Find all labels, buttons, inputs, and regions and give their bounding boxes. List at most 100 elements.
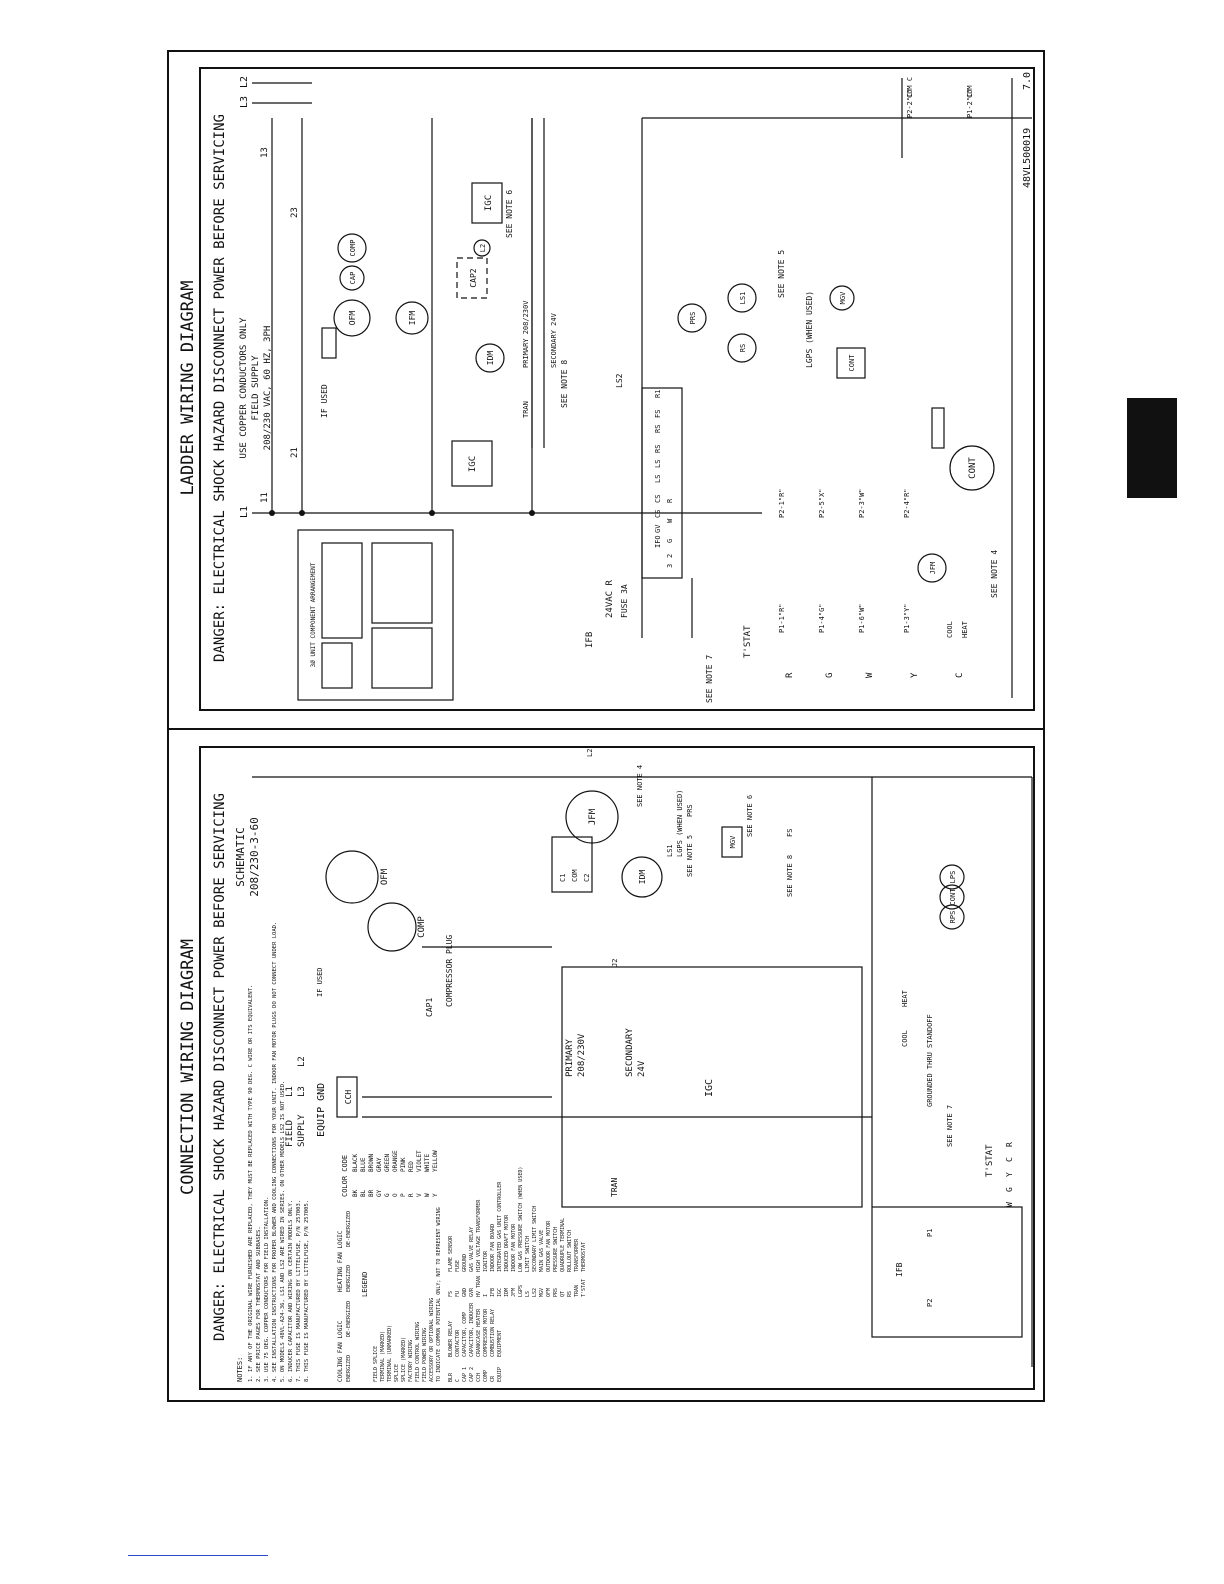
prs-switch [829, 285, 855, 311]
abbr-22: MGV [539, 1288, 545, 1297]
cc-r: R [408, 1193, 415, 1197]
prs-label: MGV [839, 291, 847, 304]
diagram-sheet [167, 50, 1045, 1402]
lps-label-conn: HEAT [901, 989, 909, 1007]
igc-pin-fs: FS [654, 410, 662, 418]
abbr-11-def: GROUND [462, 1254, 468, 1272]
legend-sym-2: TERMINAL (MARKED) [380, 1331, 386, 1382]
abbr-17-def: INDUCED DRAFT MOTOR [504, 1214, 510, 1272]
abbr-8: EQUIP [497, 1367, 503, 1382]
igc-pin-rs: RS [654, 425, 662, 433]
ladder-field-supply-3: 208/230 VAC, 60 HZ, 3PH [263, 326, 273, 451]
tran-primary: PRIMARY 208/230V [522, 300, 530, 368]
legend-sym-6: FACTORY WIRING [408, 1340, 414, 1382]
heating-energized: ENERGIZED [346, 1265, 352, 1292]
c1-label: RPS [949, 911, 957, 924]
conn-note-8: SEE NOTE 8 [786, 855, 794, 897]
cc-bk: BK [352, 1189, 359, 1197]
ofm-motor [333, 299, 371, 337]
cooling-fan-logic: COOLING FAN LOGIC [337, 1320, 344, 1382]
plug-p1-1: P1-1"R" [778, 603, 786, 633]
ls1-label-conn: LS1 [666, 844, 674, 857]
abbr-28: T'STAT [581, 1279, 587, 1297]
jfm-l2: C1 [559, 874, 567, 882]
cc-bl: BL [360, 1189, 367, 1197]
conn-note-6: SEE NOTE 6 [746, 795, 754, 837]
tstat-y: Y [910, 672, 920, 678]
ladder-note-5: SEE NOTE 5 [777, 250, 786, 298]
tran-label-conn: TRAN [610, 1178, 619, 1197]
cc-y-name: YELLOW [432, 1150, 439, 1172]
abbr-4-def: CAPACITOR, INDUCER [469, 1302, 475, 1357]
idm-label-conn: IDM [638, 870, 647, 885]
abbr-5-def: CRANKCASE HEATER [476, 1308, 482, 1357]
legend-sym-9: ACCESSORY OR OPTIONAL WIRING [429, 1298, 435, 1382]
abbr-5: CCH [476, 1373, 482, 1382]
plug-p2-5: P2-5"X" [818, 488, 826, 518]
abbr-9-def: FLAME SENSOR [448, 1235, 454, 1272]
ifm-motor [395, 301, 429, 335]
jfm-l1: COM [571, 869, 579, 882]
tran-label: TRAN [522, 401, 530, 418]
abbr-9: FS [448, 1291, 454, 1297]
abbr-28-def: THERMOSTAT [581, 1242, 587, 1272]
tran-secondary-volt: 24V [637, 1060, 647, 1077]
ifb-label-conn: IFB [895, 1262, 904, 1277]
abbr-6-def: COMPRESSOR MOTOR [483, 1308, 489, 1357]
abbr-1-def: BLOWER RELAY [448, 1321, 454, 1357]
tstat-conn-g: G [1005, 1187, 1014, 1192]
abbr-23: OFM [546, 1288, 552, 1297]
legend-sym-5: SPLICE (MARKED) [401, 1337, 407, 1382]
abbr-18-def: INDOOR FAN MOTOR [511, 1223, 517, 1272]
legend-symbols: FIELD SPLICE TERMINAL (MARKED) TERMINAL … [373, 1207, 442, 1382]
cont-label-conn: CONT [949, 888, 957, 906]
plug-p1-4: P1-4"G" [818, 603, 826, 633]
plug-p2-4: P2-4"R" [903, 488, 911, 518]
cc-y: Y [432, 1193, 439, 1197]
jfm-label: CONT [968, 457, 978, 479]
lgps-label: LGPS (WHEN USED) [805, 291, 814, 368]
comp-motor-conn [367, 902, 417, 952]
note-4: 4. SEE INSTALLATION INSTRUCTIONS FOR PRO… [272, 922, 278, 1382]
abbr-16: IGC [497, 1288, 503, 1297]
jfm-label-conn: JFM [588, 808, 598, 825]
plug-p2-1: P2-1"R" [778, 488, 786, 518]
ls2-label: LS1 [739, 292, 747, 305]
terminal-11: 11 [260, 492, 270, 503]
abbr-8-def: EQUIPMENT [497, 1330, 503, 1357]
abbr-18: JFM [511, 1288, 517, 1297]
schematic-voltage: 208/230-3-60 [248, 817, 261, 896]
legend-sym-1: FIELD SPLICE [373, 1346, 379, 1382]
tran-secondary-conn: SECONDARY [625, 1028, 635, 1077]
plug-com-c: COM C [906, 77, 914, 98]
tstat-w: W [865, 672, 875, 678]
cc-bl-name: BLUE [360, 1157, 367, 1172]
c2-label: LPS [949, 871, 957, 884]
abbr-19-def: LOW GAS PRESSURE SWITCH (WHEN USED) [518, 1167, 524, 1272]
tstat-terminals: R G W Y C [785, 672, 965, 678]
ladder-note-6: SEE NOTE 6 [505, 190, 514, 238]
igc-pin-r: R [666, 498, 674, 503]
legend-sym-3: TERMINAL (UNMARKED) [387, 1325, 393, 1382]
plug-p1-2: P1-2"C" [966, 88, 974, 118]
note-7: 7. THIS FUSE IS MANUFACTURED BY LITTELFU… [296, 1200, 302, 1382]
comp-motor [337, 233, 367, 263]
idm-motor [475, 343, 505, 373]
panel-divider [167, 728, 1045, 730]
abbr-19: LGPS [518, 1285, 524, 1297]
abbr-26-def: ROLLOUT SWITCH [567, 1230, 573, 1272]
idm-label: IDM [486, 351, 495, 366]
ladder-field-supply-1: USE COPPER CONDUCTORS ONLY [239, 317, 249, 458]
cc-br: BR [368, 1189, 375, 1197]
abbr-16-def: INTEGRATED GAS UNIT CONTROLLER [497, 1181, 503, 1272]
jfm-pin-block [931, 407, 945, 449]
abbr-25: QT [560, 1291, 566, 1297]
tstat-g: G [825, 673, 835, 678]
igc-box-top [471, 182, 503, 224]
abbr-7-def: COMBUSTION RELAY [490, 1309, 496, 1357]
field-l2: L2 [297, 1056, 307, 1067]
ifm-label: IFM [408, 311, 417, 326]
cooling-deenergized: DE-ENERGIZED [346, 1301, 352, 1337]
